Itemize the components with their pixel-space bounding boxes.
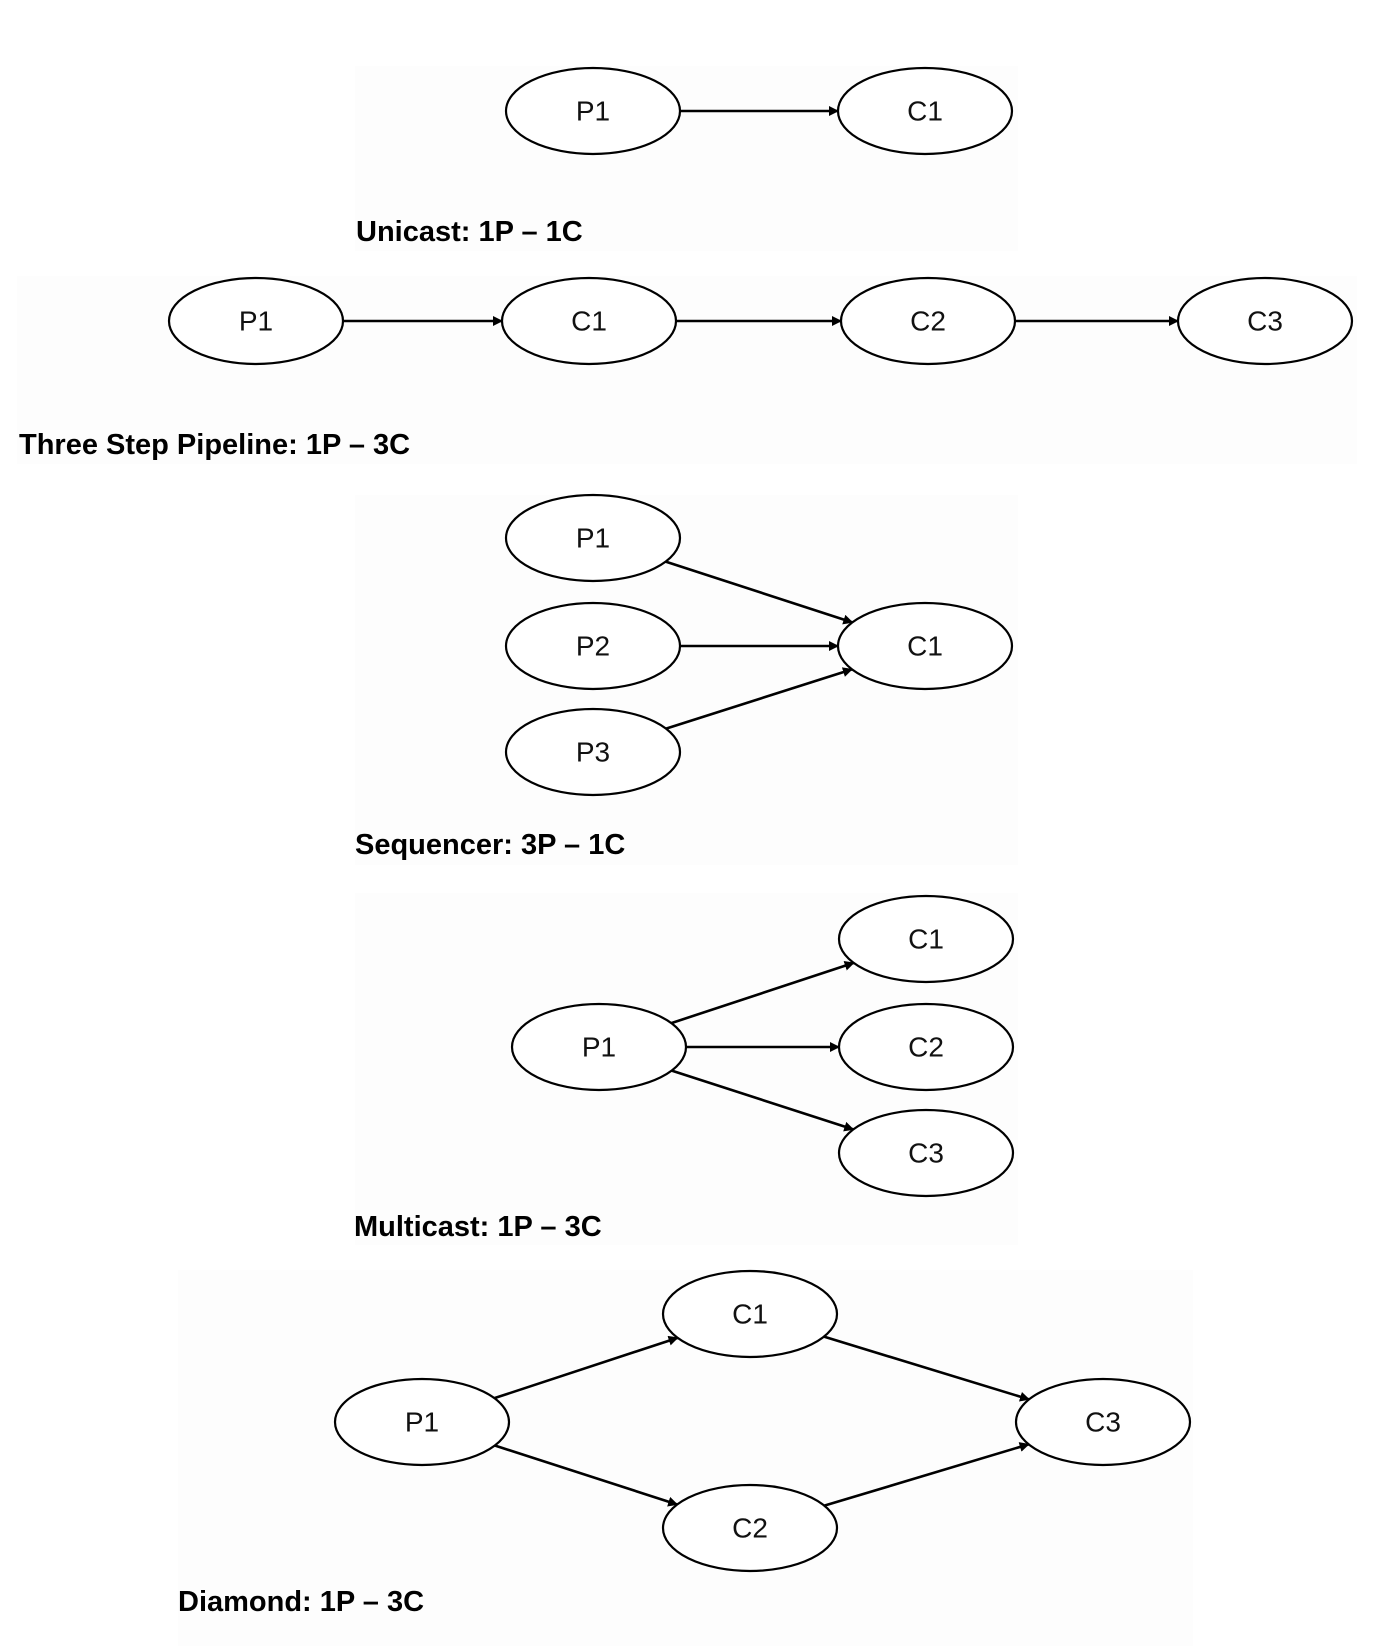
multicast-edge-p1-to-c3 <box>671 1069 855 1132</box>
node-ellipse <box>1176 276 1354 366</box>
node-label: P2 <box>576 631 610 662</box>
diamond-caption: Diamond: 1P – 3C <box>178 1586 425 1618</box>
node-ellipse <box>500 276 678 366</box>
node-label: C3 <box>908 1138 944 1169</box>
node-label: P1 <box>576 96 610 127</box>
sequencer-edge-p3-to-c1 <box>665 667 853 730</box>
node-label: C1 <box>571 306 607 337</box>
node-label: P1 <box>405 1407 439 1438</box>
sequencer-node-p1: P1 <box>504 493 682 583</box>
multicast-caption: Multicast: 1P – 3C <box>354 1211 602 1243</box>
node-ellipse <box>661 1269 839 1359</box>
node-label: C2 <box>908 1032 944 1063</box>
diamond-edge-c2-to-c3 <box>823 1442 1030 1507</box>
pipeline-node-c1: C1 <box>500 276 678 366</box>
node-label: C2 <box>910 306 946 337</box>
sequencer-node-c1: C1 <box>836 601 1014 691</box>
node-ellipse <box>839 276 1017 366</box>
diamond-edge-c1-to-c3 <box>823 1335 1030 1402</box>
diamond-node-p1: P1 <box>333 1377 511 1467</box>
node-label: P3 <box>576 737 610 768</box>
unicast-node-p1: P1 <box>504 66 682 156</box>
unicast-node-c1: C1 <box>836 66 1014 156</box>
diamond-node-c1: C1 <box>661 1269 839 1359</box>
node-ellipse <box>836 601 1014 691</box>
node-ellipse <box>837 1002 1015 1092</box>
sequencer-edge-p1-to-c1 <box>665 560 854 625</box>
node-ellipse <box>504 66 682 156</box>
node-ellipse <box>504 601 682 691</box>
unicast-caption: Unicast: 1P – 1C <box>356 216 583 248</box>
node-ellipse <box>661 1483 839 1573</box>
node-label: C1 <box>908 924 944 955</box>
node-label: P1 <box>239 306 273 337</box>
multicast-edge-p1-to-c1 <box>670 960 855 1025</box>
diamond-edge-p1-to-c2 <box>494 1444 679 1507</box>
node-ellipse <box>510 1002 688 1092</box>
pipeline-node-c2: C2 <box>839 276 1017 366</box>
node-ellipse <box>836 66 1014 156</box>
sequencer-node-p2: P2 <box>504 601 682 691</box>
multicast-node-c3: C3 <box>837 1108 1015 1198</box>
node-label: C1 <box>907 631 943 662</box>
multicast-node-c1: C1 <box>837 894 1015 984</box>
multicast-node-p1: P1 <box>510 1002 688 1092</box>
pipeline-node-p1: P1 <box>167 276 345 366</box>
multicast-node-c2: C2 <box>837 1002 1015 1092</box>
node-label: C1 <box>907 96 943 127</box>
node-label: C1 <box>732 1299 768 1330</box>
sequencer-caption: Sequencer: 3P – 1C <box>355 829 626 861</box>
node-ellipse <box>167 276 345 366</box>
node-label: C2 <box>732 1513 768 1544</box>
diamond-node-c3: C3 <box>1014 1377 1192 1467</box>
node-ellipse <box>837 1108 1015 1198</box>
node-ellipse <box>1014 1377 1192 1467</box>
sequencer-node-p3: P3 <box>504 707 682 797</box>
node-label: C3 <box>1247 306 1283 337</box>
node-ellipse <box>504 707 682 797</box>
pipeline-caption: Three Step Pipeline: 1P – 3C <box>19 429 411 461</box>
node-ellipse <box>837 894 1015 984</box>
node-ellipse <box>333 1377 511 1467</box>
node-ellipse <box>504 493 682 583</box>
node-label: P1 <box>582 1032 616 1063</box>
node-label: C3 <box>1085 1407 1121 1438</box>
node-label: P1 <box>576 523 610 554</box>
diamond-edge-p1-to-c1 <box>493 1335 679 1400</box>
pipeline-node-c3: C3 <box>1176 276 1354 366</box>
diamond-node-c2: C2 <box>661 1483 839 1573</box>
